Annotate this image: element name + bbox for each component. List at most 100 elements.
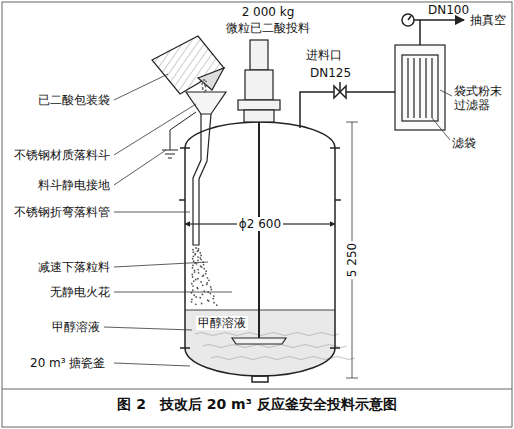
part-label: 微粒已二酸投料 [226,21,310,35]
grain-stream [192,249,194,251]
grain-stream [207,299,209,301]
leader-lines [114,363,190,366]
grain-stream [202,88,204,90]
grain-stream [202,275,204,277]
leader-lines [114,292,232,293]
methanol-liquid [211,357,355,360]
grain-stream [197,260,199,262]
vacuum-pipe [300,92,395,128]
grain-stream [203,274,205,276]
vacuum-pipe [339,82,341,92]
vacuum-pipe [408,16,411,20]
enamel-reactor [330,347,340,349]
grain-stream [192,276,194,278]
bag-filter [425,58,426,118]
ground-symbol [162,112,196,158]
grain-stream [210,286,212,288]
enamel-reactor [335,199,341,201]
grain-stream [196,287,198,289]
bag-filter [431,58,432,118]
grain-stream [208,300,210,302]
leader-lines [114,150,166,185]
grain-stream [197,269,199,271]
part-label: 无静电火花 [50,285,110,299]
enamel-reactor [330,147,340,149]
grain-stream [199,297,201,299]
grain-stream [197,288,199,290]
agitator [244,110,274,122]
grain-stream [207,277,209,279]
grain-stream [191,301,193,303]
grain-stream [195,296,197,298]
grain-stream [192,289,194,291]
leader-lines [432,118,450,140]
grain-stream [203,79,205,81]
leader-lines [114,104,196,155]
enamel-reactor [334,148,336,348]
part-label: 甲醇溶液 [52,320,100,334]
part-label: 滤袋 [452,136,476,150]
grain-stream [197,256,199,258]
grain-stream [192,255,194,257]
grain-stream [193,260,195,262]
grain-stream [212,298,214,300]
grain-stream [194,269,196,271]
grain-stream [205,86,207,88]
bag-filter [395,45,445,130]
grain-stream [192,265,194,267]
dimension-label: 5 250 [345,241,359,279]
part-label: 不锈钢材质落料斗 [14,148,110,162]
part-label: 不锈钢折弯落料管 [14,205,110,219]
bag-filter [402,55,438,121]
part-label: DN125 [310,66,351,80]
leader-lines [114,212,190,213]
part-label: 已二酸包装袋 [38,93,110,107]
adipic-acid-bag [198,68,224,90]
grain-stream [192,258,194,260]
enamel-reactor [179,199,185,201]
grain-stream [201,83,203,85]
agitator [250,40,268,70]
grain-stream [195,279,197,281]
dimension-label: ϕ2 600 [237,217,283,231]
grain-stream [198,272,200,274]
grain-stream [202,284,204,286]
enamel-reactor [252,376,268,382]
grain-stream [199,257,201,259]
methanol-liquid [203,345,347,348]
bag-filter [395,45,445,130]
ground-symbol [168,158,172,159]
dimension-lines [346,122,358,123]
grain-stream [191,274,193,276]
leader-lines [104,74,452,366]
hopper [186,92,226,114]
adipic-acid-bag [152,36,224,94]
grain-stream [193,294,195,296]
grain-stream [200,255,202,257]
grain-stream [206,284,208,286]
part-label: 甲醇溶液 [196,316,248,330]
grain-stream [210,289,212,291]
agitator [245,70,273,100]
grain-stream [205,273,207,275]
grain-stream [202,294,204,296]
grain-stream [204,91,206,93]
bag-filter [407,58,408,118]
grain-stream [195,247,197,249]
grain-stream [203,264,205,266]
ground-symbol [165,154,175,155]
enamel-reactor [180,347,190,349]
grain-stream [203,268,205,270]
grain-stream [192,251,194,253]
agitator [258,122,260,342]
grain-stream [200,281,202,283]
agitator [238,100,280,110]
grain-stream [196,250,198,252]
grain-stream [213,295,215,297]
enamel-reactor [179,122,341,382]
grain-stream [201,303,203,305]
grain-stream [205,270,207,272]
grain-stream [208,279,210,281]
grain-stream [193,280,195,282]
